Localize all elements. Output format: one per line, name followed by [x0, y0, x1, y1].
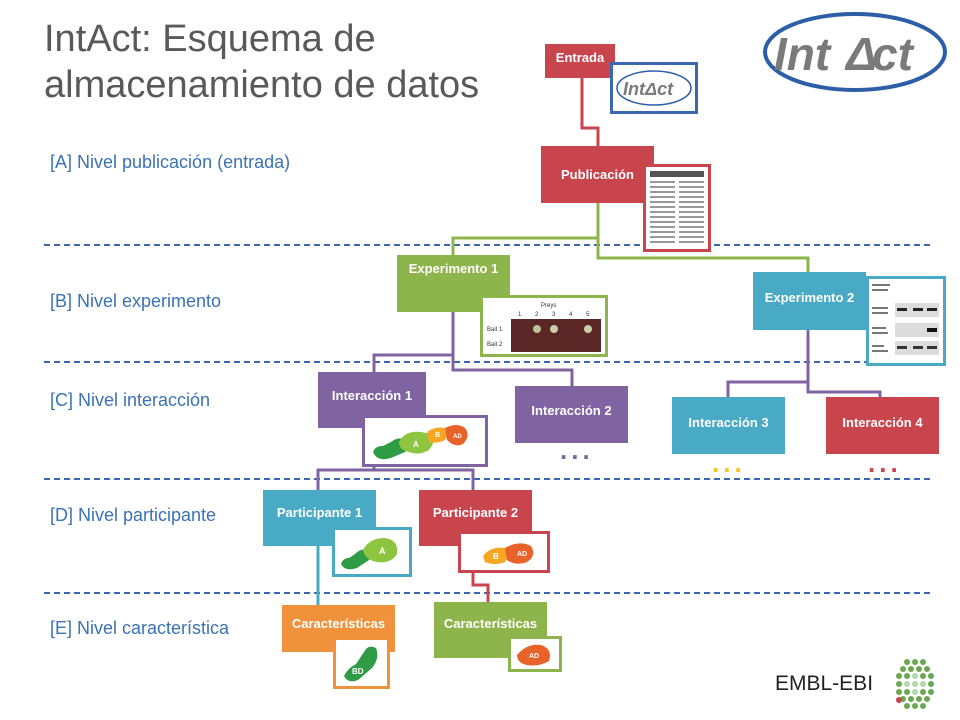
more-interactions-ellipsis: ...	[712, 448, 746, 478]
bait-label: Bait 1	[487, 327, 503, 333]
domain-ad-label: AD	[529, 653, 539, 660]
node-caracteristicas-2: Características	[434, 602, 547, 658]
prey-number: 5	[586, 312, 590, 318]
level-divider	[44, 361, 930, 363]
domain-ad-label: AD	[517, 551, 527, 558]
feature-2-domain-thumbnail: AD	[508, 636, 562, 672]
intact-logo: Int Δ ct	[760, 8, 950, 96]
domain-ad-label: AD	[453, 434, 462, 440]
domain-b-label: B	[435, 432, 440, 439]
feature-1-domain-thumbnail: BD	[333, 637, 390, 689]
preys-label: Preys	[541, 303, 556, 309]
level-divider	[44, 244, 930, 246]
entrada-logo-thumbnail: IntΔct	[610, 62, 698, 114]
node-interaccion-3: Interacción 3	[672, 397, 785, 454]
experiment-1-plate-thumbnail: Preys 1 2 3 4 5 Bait 1 Bait 2	[480, 295, 608, 357]
prey-number: 3	[552, 312, 556, 318]
embl-ebi-label: EMBL-EBI	[775, 672, 874, 695]
svg-text:Δ: Δ	[844, 28, 877, 80]
prey-number: 1	[518, 312, 522, 318]
node-interaccion-4: Interacción 4	[826, 397, 939, 454]
prey-number: 4	[569, 312, 573, 318]
level-divider	[44, 478, 930, 480]
level-e-label: [E] Nivel característica	[50, 618, 230, 638]
publication-paper-thumbnail	[643, 164, 711, 252]
node-entrada: Entrada	[545, 44, 615, 78]
bait-label: Bait 2	[487, 342, 503, 348]
participant-1-domains-thumbnail: A	[332, 527, 412, 577]
level-c-label: [C] Nivel interacción	[50, 390, 211, 410]
svg-text:ct: ct	[872, 28, 915, 80]
domain-a-label: A	[413, 440, 419, 449]
level-b-label: [B] Nivel experimento	[50, 291, 222, 311]
svg-text:Int: Int	[774, 28, 832, 80]
embl-ebi-logo-icon	[893, 654, 941, 714]
experiment-2-blot-thumbnail	[866, 276, 946, 366]
interaction-1-domains-thumbnail: A B AD	[362, 415, 488, 467]
page-title: IntAct: Esquema de almacenamiento de dat…	[44, 18, 480, 106]
node-experimento-2: Experimento 2	[753, 272, 866, 330]
domain-a-label: A	[379, 546, 386, 556]
domain-b-label: B	[493, 552, 499, 561]
level-d-label: [D] Nivel participante	[50, 505, 217, 525]
participant-2-domains-thumbnail: B AD	[458, 531, 550, 573]
node-publicacion: Publicación	[541, 146, 654, 203]
more-interactions-ellipsis: ...	[868, 448, 902, 478]
node-interaccion-2: Interacción 2	[515, 386, 628, 443]
domain-bd-label: BD	[352, 667, 364, 676]
level-a-label: [A] Nivel publicación (entrada)	[50, 152, 291, 172]
svg-text:IntΔct: IntΔct	[623, 79, 674, 99]
more-interactions-ellipsis: ...	[560, 435, 594, 465]
prey-number: 2	[535, 312, 539, 318]
